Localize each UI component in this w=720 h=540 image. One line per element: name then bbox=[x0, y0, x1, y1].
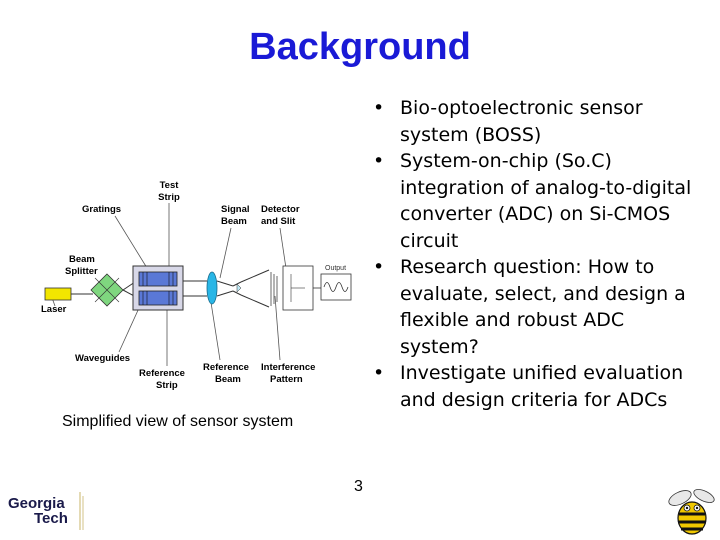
label-interference-1: Interference bbox=[261, 362, 315, 373]
diagram-caption: Simplified view of sensor system bbox=[62, 413, 294, 430]
sensor-system-diagram: Test Strip Gratings Signal Beam Detector… bbox=[41, 180, 352, 391]
logo-line-1: Georgia bbox=[8, 495, 65, 512]
label-reference-beam-2: Beam bbox=[215, 374, 241, 385]
waveform-icon bbox=[323, 282, 349, 292]
laser-icon bbox=[44, 287, 72, 301]
yellow-jacket-mascot-icon bbox=[668, 489, 715, 535]
label-waveguides: Waveguides bbox=[75, 353, 130, 364]
label-beam-splitter-2: Splitter bbox=[65, 266, 98, 277]
gratings-marks bbox=[142, 272, 174, 305]
label-beam-splitter-1: Beam bbox=[69, 254, 95, 265]
page-number: 3 bbox=[354, 478, 363, 495]
reference-strip-waveguide bbox=[138, 290, 178, 306]
label-reference-strip-2: Strip bbox=[156, 380, 178, 391]
slide-title: Background bbox=[249, 26, 471, 68]
bullet-text: Research question: How to evaluate, sele… bbox=[400, 256, 686, 358]
label-reference-strip-1: Reference bbox=[139, 368, 185, 379]
label-output: Output bbox=[325, 265, 346, 272]
label-detector-2: and Slit bbox=[261, 216, 296, 227]
label-interference-2: Pattern bbox=[270, 374, 303, 385]
pointer-lines bbox=[50, 203, 288, 366]
bullet-item: • Bio-optoelectronic sensor system (BOSS) bbox=[366, 95, 696, 148]
bullet-item: • System-on-chip (So.C) integration of an… bbox=[366, 148, 696, 254]
bullet-dot: • bbox=[373, 97, 385, 119]
logo-line-2: Tech bbox=[34, 510, 68, 527]
bullet-text: Investigate unified evaluation and desig… bbox=[400, 362, 684, 411]
interference-pattern bbox=[270, 272, 278, 306]
label-test-strip-2: Strip bbox=[158, 192, 180, 203]
lens-icon bbox=[206, 271, 218, 305]
label-gratings: Gratings bbox=[82, 204, 121, 215]
bullet-text: Bio-optoelectronic sensor system (BOSS) bbox=[400, 97, 643, 146]
label-signal-beam-1: Signal bbox=[221, 204, 250, 215]
bullet-dot: • bbox=[373, 256, 385, 278]
bullet-text: System-on-chip (So.C) integration of ana… bbox=[400, 150, 692, 252]
georgia-tech-logo: Georgia Tech bbox=[8, 492, 84, 530]
test-strip-waveguide bbox=[138, 271, 178, 287]
detector-box bbox=[282, 265, 314, 311]
bullet-list: • Bio-optoelectronic sensor system (BOSS)… bbox=[366, 95, 696, 413]
label-reference-beam-1: Reference bbox=[203, 362, 249, 373]
label-detector-1: Detector bbox=[261, 204, 300, 215]
bullet-dot: • bbox=[373, 150, 385, 172]
bullet-item: • Research question: How to evaluate, sel… bbox=[366, 254, 696, 360]
label-test-strip-1: Test bbox=[160, 180, 180, 191]
bullet-dot: • bbox=[373, 362, 385, 384]
label-laser: Laser bbox=[41, 304, 67, 315]
label-signal-beam-2: Beam bbox=[221, 216, 247, 227]
bullet-item: • Investigate unified evaluation and desi… bbox=[366, 360, 696, 413]
